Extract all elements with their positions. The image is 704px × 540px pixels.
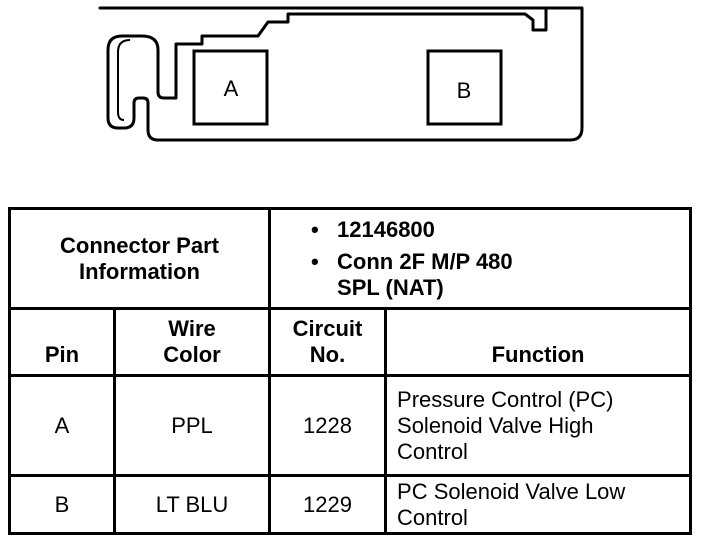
connector-pinout-table: Connector Part Information • 12146800 • … [7,207,693,535]
function-line: Control [397,504,468,530]
part-info-item: • 12146800 [311,217,689,243]
header-wire-color-line1: Wire [168,316,216,341]
header-pin: Pin [8,307,116,377]
pin-cell: B [8,474,116,535]
connector-outline [98,6,584,142]
function-cell: PC Solenoid Valve Low Control [384,474,693,535]
circuit-cell: 1229 [268,474,388,535]
table-row: A PPL 1228 Pressure Control (PC) Solenoi… [8,374,693,477]
part-info-list: • 12146800 • Conn 2F M/P 480 SPL (NAT) [271,211,689,307]
pin-cell: A [8,374,116,477]
connector-description-line1: Conn 2F M/P 480 [337,248,513,274]
part-info-item: • Conn 2F M/P 480 SPL (NAT) [311,249,689,301]
cavity-a-label: A [224,76,239,101]
part-info-values-cell: • 12146800 • Conn 2F M/P 480 SPL (NAT) [268,207,693,310]
bullet-icon: • [311,216,319,242]
header-pin-label: Pin [44,342,80,367]
function-line: PC Solenoid Valve Low [397,478,626,504]
header-function-label: Function [491,342,585,367]
connector-latch-loop [117,39,131,121]
part-info-label-line2: Information [79,258,200,284]
header-circuit-line2: No. [309,342,346,367]
function-line: Pressure Control (PC) [397,386,614,412]
connector-description-line2: SPL (NAT) [337,274,444,300]
column-header-row: Pin Wire Color Circuit No. Function [8,307,693,377]
header-function: Function [384,307,693,377]
circuit-cell: 1228 [268,374,388,477]
header-wire-color: Wire Color [112,307,272,377]
part-info-row: Connector Part Information • 12146800 • … [7,207,693,310]
cavity-b-box [426,49,503,126]
bullet-icon: • [311,248,319,274]
table-row: B LT BLU 1229 PC Solenoid Valve Low Cont… [8,474,693,535]
function-line: Solenoid Valve High [397,412,594,438]
connector-face-drawing: A B [98,6,584,142]
header-wire-color-line2: Color [163,342,221,367]
function-cell: Pressure Control (PC) Solenoid Valve Hig… [384,374,693,477]
wire-color-cell: PPL [112,374,272,477]
header-circuit-line1: Circuit [292,316,363,341]
cavity-b-label: B [457,78,472,103]
part-info-label-line1: Connector Part [60,232,219,258]
cavity-a-box [192,49,269,126]
part-info-label-cell: Connector Part Information [7,207,272,310]
function-line: Control [397,438,468,464]
header-circuit: Circuit No. [268,307,388,377]
part-number: 12146800 [337,216,435,242]
wire-color-cell: LT BLU [112,474,272,535]
